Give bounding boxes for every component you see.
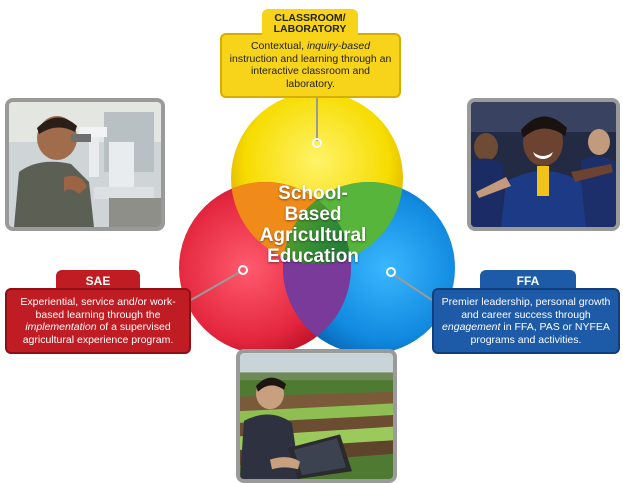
student-microscope-photo xyxy=(5,98,165,231)
classroom-text: Contextual, xyxy=(250,40,307,52)
ffa-text: Premier leadership, personal growth and … xyxy=(441,296,611,321)
connector-ring-ffa xyxy=(386,267,396,277)
sae-callout: Experiential, service and/or work-based … xyxy=(5,288,191,354)
classroom-title-line2: LABORATORY xyxy=(273,23,347,35)
center-title-line: Education xyxy=(267,246,359,267)
connector-ring-sae xyxy=(238,265,248,275)
ffa-text-rest: in FFA, PAS or NYFEA programs and activi… xyxy=(470,321,610,346)
ffa-members-photo xyxy=(467,98,620,231)
center-title-line: Based xyxy=(284,204,342,225)
classroom-text-rest: instruction and learning through an inte… xyxy=(229,52,392,90)
sae-text-rest: of a supervised agricultural experience … xyxy=(22,321,174,346)
venn-center-title: School- Based Agricultural Education xyxy=(238,183,388,267)
connector-sae xyxy=(190,271,241,301)
center-title-line: Agricultural xyxy=(259,225,367,246)
connector-ring-classroom xyxy=(312,138,322,148)
ffa-callout: Premier leadership, personal growth and … xyxy=(432,288,620,354)
classroom-text-emphasis: inquiry-based xyxy=(307,40,371,52)
classroom-callout: Contextual, inquiry-based instruction an… xyxy=(220,33,401,98)
classroom-title-line1: CLASSROOM/ xyxy=(274,12,346,24)
connector-ffa xyxy=(393,274,433,301)
center-title-line: School- xyxy=(278,183,348,204)
student-laptop-field-photo xyxy=(236,349,397,483)
ffa-callout-title: FFA xyxy=(480,270,576,292)
classroom-callout-title: CLASSROOM/ LABORATORY xyxy=(262,9,358,39)
sae-text-emphasis: implementation xyxy=(25,321,97,333)
ffa-text-emphasis: engagement xyxy=(442,321,501,333)
venn-center xyxy=(283,182,351,264)
sae-text: Experiential, service and/or work-based … xyxy=(20,296,176,321)
sae-callout-title: SAE xyxy=(56,270,140,292)
